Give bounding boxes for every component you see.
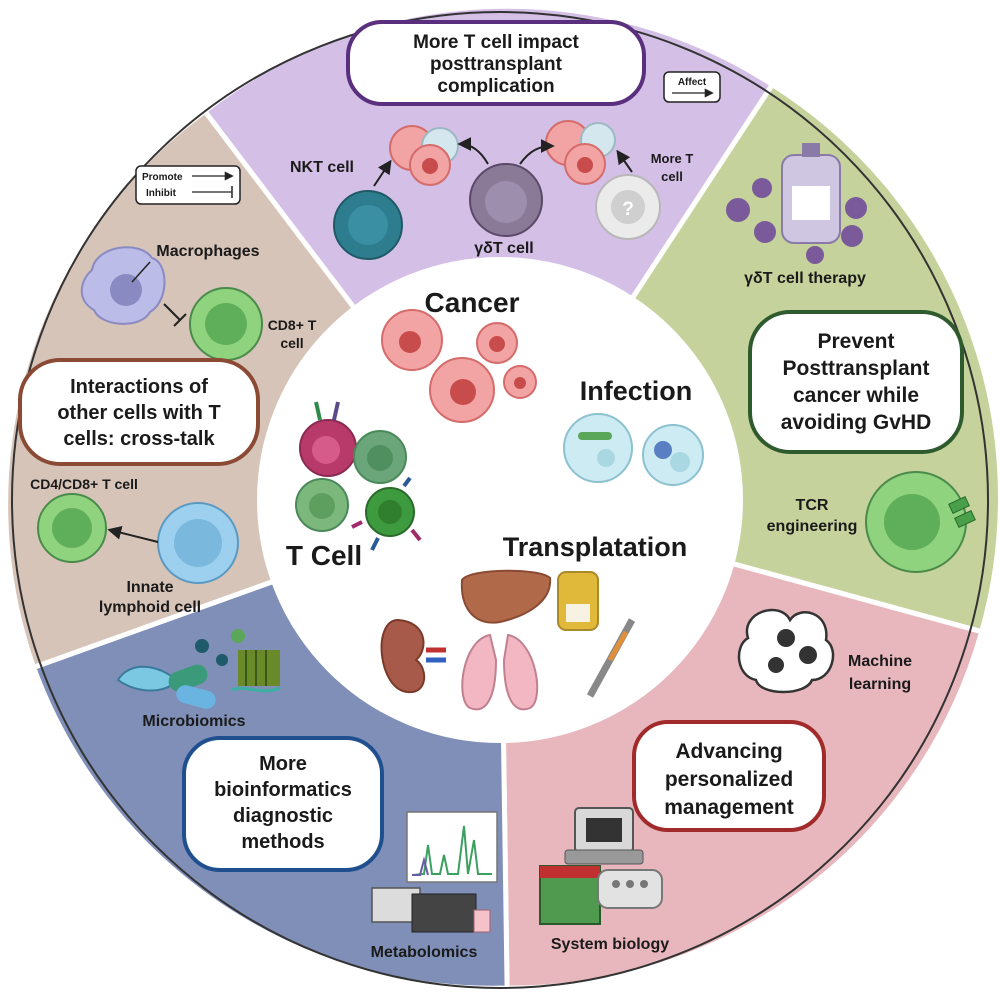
gdt-cell-label: γδT cell <box>474 240 534 257</box>
metabolomics-label: Metabolomics <box>371 944 478 961</box>
mass-spectrometer-icon <box>371 887 491 933</box>
segment-bottom-right-content: Machine learning Advancing personalized … <box>539 608 912 953</box>
segment-top <box>201 3 776 505</box>
cd8-label-2: cell <box>280 335 303 351</box>
segment-bottom-left-content: Microbiomics More bioinformatics diagnos… <box>116 629 498 961</box>
left-title-line-1: Interactions of <box>70 376 208 398</box>
system-biology-label: System biology <box>551 936 669 953</box>
gdt-therapy-label: γδT cell therapy <box>744 270 866 287</box>
top-title-line-3: complication <box>437 76 554 97</box>
segment-top-content: More T cell impact posttransplant compli… <box>290 20 721 260</box>
bottom-left-title-line-4: methods <box>241 831 324 853</box>
center-cancer-label: Cancer <box>425 287 520 318</box>
macrophage-icon <box>80 246 166 325</box>
bottom-left-title-box <box>182 736 384 872</box>
tcr-label-2: engineering <box>767 518 858 535</box>
tcr-engineered-cell-icon <box>865 471 976 573</box>
segment-right-content: γδT cell therapy Prevent Posttransplant … <box>726 143 976 573</box>
top-cancer-cluster-left-icon <box>389 125 459 186</box>
right-title-line-1: Prevent <box>817 330 894 353</box>
top-title-line-1: More T cell impact <box>413 32 579 53</box>
top-cancer-cluster-right-icon <box>545 120 616 185</box>
ml-label-2: learning <box>849 676 911 693</box>
right-title-line-4: avoiding GvHD <box>781 411 932 434</box>
macrophages-label: Macrophages <box>156 243 259 260</box>
bottom-right-title-box <box>632 720 826 832</box>
cd8-label-1: CD8+ T <box>268 317 317 333</box>
microbiome-icon <box>116 629 281 709</box>
bottom-left-title-line-1: More <box>259 753 307 775</box>
right-title-line-2: Posttransplant <box>782 357 929 380</box>
promote-legend-label: Promote <box>142 172 183 183</box>
left-title-box <box>18 358 260 466</box>
machine-learning-icon <box>737 608 835 694</box>
ilc-label-1: Innate <box>126 579 173 596</box>
segment-left-content: Promote Inhibit Macrophages CD8+ T cell … <box>18 165 317 616</box>
right-title-line-3: cancer while <box>793 384 919 407</box>
inhibit-legend-label: Inhibit <box>146 188 177 199</box>
ml-label-1: Machine <box>848 653 912 670</box>
right-title-box <box>748 310 964 454</box>
cell-therapy-bag-icon <box>726 143 867 264</box>
bottom-right-title-line-3: management <box>664 796 794 819</box>
lab-instruments-icon <box>539 807 663 925</box>
center-transplantation-label: Transplatation <box>503 532 688 562</box>
more-t-cell-unknown-mark: ? <box>622 199 634 220</box>
cancer-cells-icon <box>381 309 537 423</box>
bottom-right-title-line-2: personalized <box>665 768 793 791</box>
bottom-left-title-line-3: diagnostic <box>233 805 333 827</box>
affect-legend-label: Affect <box>678 77 707 88</box>
center-circle <box>257 257 743 743</box>
center-tcell-label: T Cell <box>286 540 362 571</box>
organs-icon <box>380 569 636 711</box>
top-title-box <box>346 20 646 106</box>
chromatogram-icon <box>406 811 498 883</box>
cd4-cd8-label: CD4/CD8+ T cell <box>30 476 138 492</box>
left-title-line-2: other cells with T <box>57 402 220 424</box>
center-content: Cancer Infection T C <box>286 287 704 711</box>
t-cells-icon <box>295 401 422 551</box>
nkt-cell-label: NKT cell <box>290 159 354 176</box>
bottom-left-title-line-2: bioinformatics <box>214 779 352 801</box>
ilc-label-2: lymphoid cell <box>99 599 201 616</box>
microbiomics-label: Microbiomics <box>142 713 245 730</box>
tcr-label-1: TCR <box>796 497 829 514</box>
infected-cells-icon <box>563 413 704 486</box>
center-infection-label: Infection <box>580 376 693 406</box>
left-title-line-3: cells: cross-talk <box>63 428 215 450</box>
more-t-label-2: cell <box>661 169 683 184</box>
more-t-label-1: More T <box>651 151 694 166</box>
bottom-right-title-line-1: Advancing <box>675 740 782 763</box>
top-title-line-2: posttransplant <box>430 54 563 75</box>
